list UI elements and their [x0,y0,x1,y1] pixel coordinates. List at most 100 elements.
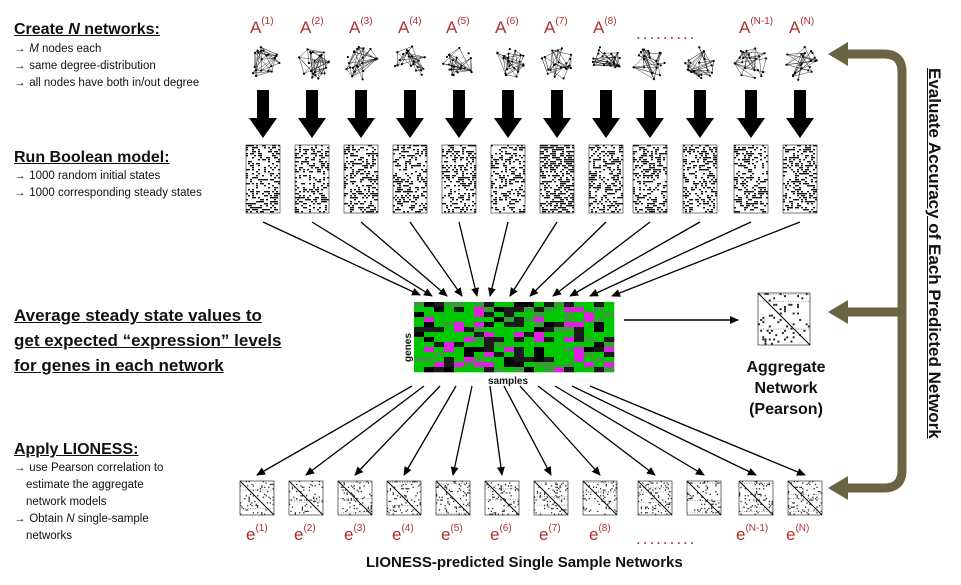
heatmap-cell [534,332,545,338]
heatmap-cell [574,312,585,318]
heatmap-cell [564,327,575,333]
heatmap-cell [434,352,445,358]
network-graph [785,46,818,81]
heatmap-cell [454,342,465,348]
heatmap-cell [524,302,535,308]
heatmap-cell [434,357,445,363]
converge-arrow [311,221,433,297]
heatmap-cell [444,327,455,333]
heatmap-cell [464,307,475,313]
down-arrow [786,90,814,138]
lioness-bullet-obtain-2: networks [26,530,73,542]
heatmap-cell [544,337,555,343]
heatmap-cell [534,327,545,333]
diverge-arrow [589,385,806,476]
heatmap-cell [504,317,515,323]
heatmap-cell [454,327,465,333]
heatmap-cell [494,332,505,338]
heatmap-cell [434,322,445,328]
heatmap-cell [514,302,525,308]
diverge-arrow [403,385,457,476]
heatmap-cell [414,342,425,348]
heatmap-cell [454,317,465,323]
single-sample-matrix [435,480,471,516]
converge-arrow [611,221,801,297]
heatmap-cell [594,357,605,363]
heatmap-cell [454,312,465,318]
heatmap-cell [484,342,495,348]
aggregate-line1: Aggregate [746,359,826,376]
sample-label-n-1: e(N-1) [736,523,769,544]
heatmap-cell [444,357,455,363]
heatmap-cell [474,347,485,353]
heatmap-cell [564,312,575,318]
heatmap-cell [474,322,485,328]
create-networks-title: Create N networks: [14,21,160,38]
heatmap-cell [564,362,575,368]
lioness-bullet-pearson-3: network models [26,496,107,508]
heatmap-cell [564,352,575,358]
heatmap-cell [494,317,505,323]
heatmap-cell [424,302,435,308]
network-label-n-1: A(N-1) [739,16,774,37]
heatmap-cell [534,362,545,368]
heatmap-cell [534,307,545,313]
heatmap-cell [584,337,595,343]
heatmap-cell [424,337,435,343]
heatmap-cell [524,317,535,323]
converge-arrow [529,221,607,297]
single-sample-matrix [787,480,823,516]
sample-label-n: e(N) [786,523,810,544]
network-graph [632,48,666,81]
heatmap-cell [504,302,515,308]
heatmap-cell [414,332,425,338]
heatmap-cell [504,307,515,313]
aggregate-matrix [757,292,811,346]
sample-label-1: e(1) [246,523,268,544]
heatmap-cell [524,342,535,348]
network-label-1: A(1) [250,16,274,37]
network-graph [393,45,426,76]
heatmap-cell [414,352,425,358]
heatmap-cell [584,322,595,328]
converging-arrows [262,221,801,297]
heatmap-cell [504,332,515,338]
heatmap-cell [484,347,495,353]
heatmap-cell [544,352,555,358]
heatmap-cell [594,322,605,328]
heatmap-cell [534,337,545,343]
heatmap-cell [574,337,585,343]
heatmap-cell [444,307,455,313]
heatmap-cell [574,327,585,333]
heatmap-cell [544,302,555,308]
heatmap-cell [434,347,445,353]
heatmap-cell [574,322,585,328]
heatmap-cell [424,352,435,358]
heatmap-cell [494,342,505,348]
footer-caption: LIONESS-predicted Single Sample Networks [366,554,683,571]
heatmap-cell [504,337,515,343]
heatmap-cell [454,367,465,373]
heatmap-cell [464,332,475,338]
heatmap-cell [544,332,555,338]
heatmap-cell [504,367,515,373]
heatmap-cell [524,332,535,338]
heatmap-cell [524,337,535,343]
heatmap-cell [594,312,605,318]
boolean-model-title: Run Boolean model: [14,149,170,166]
steady-state-matrix [441,144,477,214]
diverge-arrow [571,385,757,476]
heatmap-cell [594,307,605,313]
heatmap-cell [604,357,615,363]
steady-state-matrix [294,144,330,214]
heatmap-cell [504,347,515,353]
heatmap-cell [584,302,595,308]
network-label-6: A(6) [495,16,519,37]
heatmap-cell [604,352,615,358]
heatmap-cell [604,332,615,338]
heatmap-cell [504,362,515,368]
heatmap-cell [524,347,535,353]
heatmap-cell [484,332,495,338]
lioness-bullet-pearson-1: → use Pearson correlation to [14,462,164,474]
